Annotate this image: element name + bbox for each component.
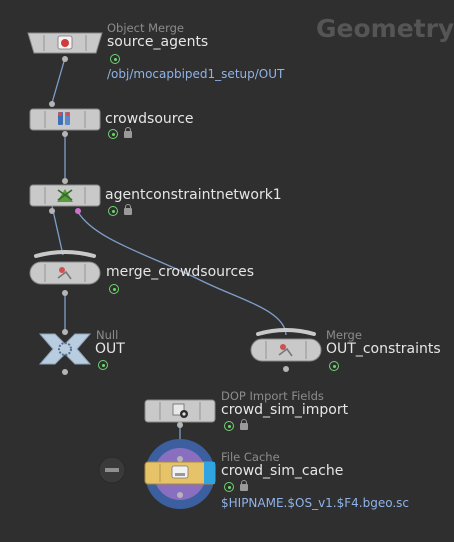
node-name-label[interactable]: OUT [95,341,125,357]
wire-constraint-to-merge[interactable] [51,205,64,256]
node-type-label: Object Merge [107,21,185,35]
node-name-label[interactable]: crowd_sim_import [221,402,349,418]
node-source-agents[interactable] [27,32,103,62]
lock-icon [124,204,132,215]
cook-status-icon [224,482,234,492]
node-name-label[interactable]: crowdsource [105,111,194,127]
lock-icon [240,480,248,491]
cook-status-icon [329,361,339,371]
node-out-constraints[interactable] [250,328,322,372]
node-path-label: /obj/mocapbiped1_setup/OUT [107,67,285,81]
node-path-label: $HIPNAME.$OS_v1.$F4.bgeo.sc [221,496,410,510]
wire-source-to-crowdsource[interactable] [51,57,66,104]
node-merge-crowdsources[interactable] [29,250,101,296]
merge-icon [278,344,293,357]
network-context-label: Geometry [316,14,454,43]
lock-icon [240,419,248,430]
cook-status-icon [108,129,118,139]
cook-status-icon [110,54,120,64]
display-flag[interactable] [204,462,215,484]
node-type-label: Null [96,328,119,342]
node-name-label[interactable]: agentconstraintnetwork1 [105,187,282,203]
dop-import-icon [172,403,188,418]
cook-status-icon [109,284,119,294]
node-crowd-sim-import[interactable] [144,399,216,428]
node-crowdsource[interactable] [29,101,101,137]
cook-status-icon [108,206,118,216]
merge-icon [57,267,72,280]
node-crowd-sim-cache[interactable] [144,439,216,509]
node-name-label[interactable]: source_agents [107,34,209,50]
cook-status-icon [98,360,108,370]
null-icon [58,342,72,356]
agent-constraint-icon [57,189,73,202]
file-cache-icon [171,465,189,479]
node-type-label: DOP Import Fields [221,389,324,403]
node-name-label[interactable]: OUT_constraints [326,341,441,357]
node-agentconstraintnetwork1[interactable] [29,178,101,214]
crowd-source-icon [58,112,70,125]
node-name-label[interactable]: merge_crowdsources [106,264,255,280]
wire-constraint-to-out-constraints[interactable] [77,211,287,336]
node-type-label: File Cache [221,450,280,464]
lock-icon [124,127,132,138]
object-merge-icon [57,35,73,50]
cook-status-icon [224,421,234,431]
node-out[interactable] [38,329,92,375]
minus-icon[interactable] [98,456,126,484]
node-type-label: Merge [326,328,362,342]
node-name-label[interactable]: crowd_sim_cache [221,463,344,479]
